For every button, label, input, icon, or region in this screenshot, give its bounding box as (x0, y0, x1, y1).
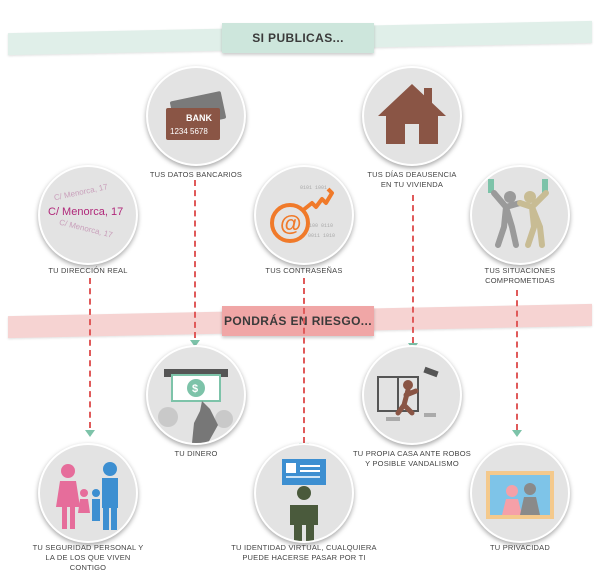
caption-privacidad: TU PRIVACIDAD (490, 543, 550, 552)
banner-label: SI PUBLICAS... (222, 23, 374, 53)
caption-dinero: TU DINERO (174, 449, 218, 458)
circle (362, 345, 462, 445)
caption-situaciones: TUS SITUACIONES COMPROMETIDAS (484, 266, 556, 285)
caption-seguridad: TU SEGURIDAD PERSONAL Y LA DE LOS QUE VI… (32, 543, 144, 572)
arrow-direccion-to-seguridad (89, 278, 91, 428)
cash-machine-icon: $ (158, 369, 233, 443)
caption-ausencia: TUS DÍAS DEAUSENCIA EN TU VIVIENDA (367, 170, 457, 189)
circle: 0101 1001 1100 0110 0011 1010 @ (254, 165, 354, 265)
arrow-datos-to-dinero (194, 180, 196, 338)
svg-text:@: @ (280, 211, 301, 236)
address-main: C/ Menorca, 17 (48, 206, 123, 218)
address-stamp-icon: C/ Menorca, 17 C/ Menorca, 17 C/ Menorca… (48, 182, 123, 240)
svg-text:0011 1010: 0011 1010 (308, 233, 335, 239)
burglar-window-icon (377, 366, 439, 421)
banner-si-publicas: SI PUBLICAS... (0, 18, 600, 58)
family-icon (56, 462, 118, 530)
party-people-icon (488, 179, 549, 248)
circle: BANK 1234 5678 (146, 66, 246, 166)
svg-text:1100 0110: 1100 0110 (306, 223, 333, 229)
address-faded-1: C/ Menorca, 17 (53, 182, 109, 202)
caption-direccion: TU DIRECCIÓN REAL (48, 266, 128, 275)
caption-identidad: TU IDENTIDAD VIRTUAL, CUALQUIERA PUEDE H… (231, 543, 377, 562)
circle (38, 443, 138, 543)
caption-casa: TU PROPIA CASA ANTE ROBOS Y POSIBLE VAND… (353, 449, 471, 468)
circle (362, 66, 462, 166)
arrowhead (190, 340, 200, 347)
house-icon (378, 84, 446, 144)
password-key-icon: 0101 1001 1100 0110 0011 1010 @ (270, 185, 335, 243)
photo-frame-icon (486, 471, 554, 519)
circle (254, 443, 354, 543)
arrowhead (85, 430, 95, 437)
circle: C/ Menorca, 17 C/ Menorca, 17 C/ Menorca… (38, 165, 138, 265)
arrow-situaciones-to-privacidad (516, 290, 518, 430)
circle (470, 165, 570, 265)
circle: $ (146, 345, 246, 445)
bank-card-icon: BANK 1234 5678 (166, 91, 226, 140)
svg-text:$: $ (192, 383, 198, 395)
arrow-contrasenas-to-identidad (303, 278, 305, 443)
fake-identity-icon (282, 459, 326, 541)
svg-text:0101 1001: 0101 1001 (300, 185, 327, 191)
caption-datos-bancarios: TUS DATOS BANCARIOS (149, 170, 243, 179)
circle (470, 443, 570, 543)
address-faded-2: C/ Menorca, 17 (58, 218, 114, 240)
banner-label: PONDRÁS EN RIESGO... (222, 306, 374, 336)
caption-contrasenas: TUS CONTRASEÑAS (265, 266, 343, 275)
arrow-ausencia-to-casa (412, 195, 414, 343)
bank-label: BANK (186, 113, 212, 123)
banner-pondras-en-riesgo: PONDRÁS EN RIESGO... (0, 300, 600, 342)
arrowhead (512, 430, 522, 437)
bank-number: 1234 5678 (170, 127, 208, 136)
